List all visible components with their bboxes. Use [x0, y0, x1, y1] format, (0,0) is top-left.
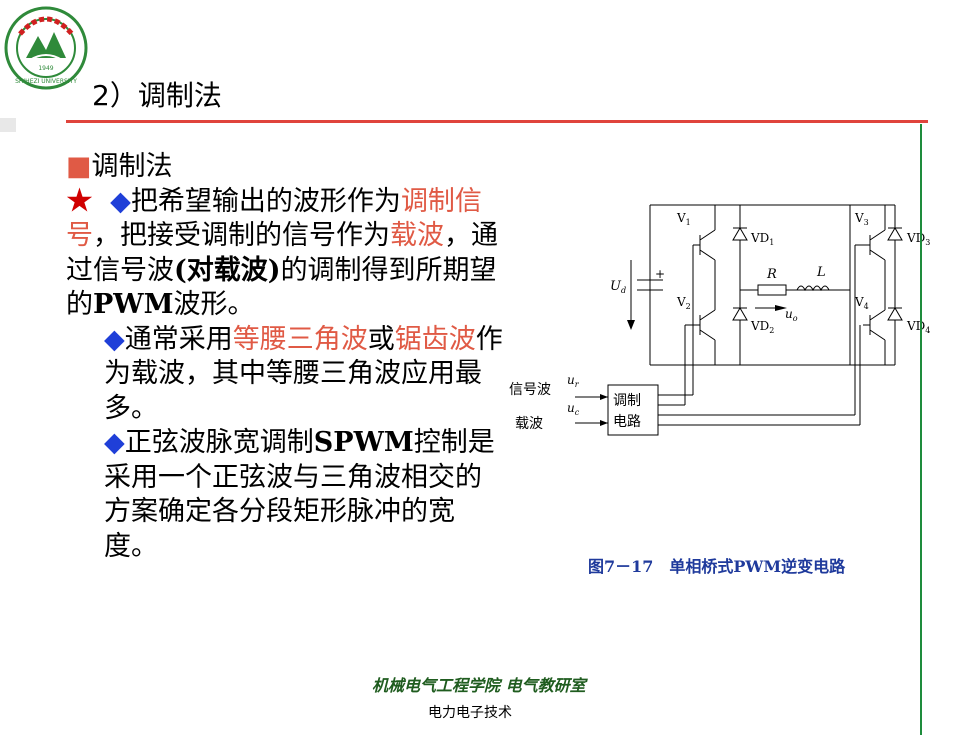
- section-heading: ■调制法: [66, 151, 173, 182]
- svg-text:ur: ur: [567, 373, 580, 389]
- content-body: ■调制法 ★ ◆把希望输出的波形作为调制信号，把接受调制的信号作为载波，通过信号…: [66, 150, 506, 564]
- footer-course: 电力电子技术: [428, 705, 512, 721]
- svg-text:调制: 调制: [613, 393, 641, 409]
- svg-text:信号波: 信号波: [509, 382, 551, 398]
- svg-text:VD1: VD1: [750, 231, 774, 247]
- title-underline: [66, 120, 928, 123]
- svg-text:V3: V3: [854, 211, 869, 227]
- svg-text:V2: V2: [676, 295, 691, 311]
- paragraph-1: ★ ◆把希望输出的波形作为调制信号，把接受调制的信号作为载波，通过信号波(对载波…: [66, 185, 498, 321]
- svg-text:V4: V4: [854, 295, 869, 311]
- star-icon: ★: [66, 185, 93, 217]
- svg-text:+: +: [655, 267, 665, 281]
- svg-text:Ud: Ud: [610, 279, 626, 295]
- footer-dept: 机械电气工程学院 电气教研室: [372, 676, 586, 695]
- logo-year: 1949: [38, 65, 53, 72]
- svg-text:R: R: [766, 267, 777, 282]
- logo-label: SHIHEZI UNIVERSITY: [15, 78, 77, 85]
- svg-text:载波: 载波: [515, 416, 543, 432]
- page-title: 2）调制法: [92, 79, 222, 112]
- diamond-bullet-icon: ◆: [110, 185, 131, 217]
- university-logo: 1949 SHIHEZI UNIVERSITY: [4, 6, 88, 90]
- diamond-bullet-icon: ◆: [104, 323, 125, 355]
- right-decor-line: [920, 124, 922, 735]
- svg-text:VD2: VD2: [750, 319, 774, 335]
- svg-text:VD4: VD4: [906, 319, 930, 335]
- figure-caption: 图7－17 单相桥式PWM逆变电路: [588, 557, 846, 576]
- paragraph-2: ◆通常采用等腰三角波或锯齿波作为载波，其中等腰三角波应用最多。: [104, 323, 503, 424]
- left-bar: [0, 118, 16, 132]
- diamond-bullet-icon: ◆: [104, 427, 125, 458]
- svg-text:电路: 电路: [613, 414, 641, 430]
- svg-text:uo: uo: [785, 307, 798, 323]
- svg-text:L: L: [816, 265, 826, 280]
- square-bullet-icon: ■: [66, 151, 92, 182]
- svg-text:V1: V1: [676, 211, 691, 227]
- paragraph-3: ◆正弦波脉宽调制SPWM控制是采用一个正弦波与三角波相交的方案确定各分段矩形脉冲…: [104, 427, 495, 562]
- svg-text:VD3: VD3: [906, 231, 930, 247]
- pwm-inverter-circuit: V1 V2 V3 V4 VD1 VD2 VD3 VD4 Ud + R L uo …: [509, 204, 930, 436]
- svg-text:uc: uc: [567, 401, 580, 417]
